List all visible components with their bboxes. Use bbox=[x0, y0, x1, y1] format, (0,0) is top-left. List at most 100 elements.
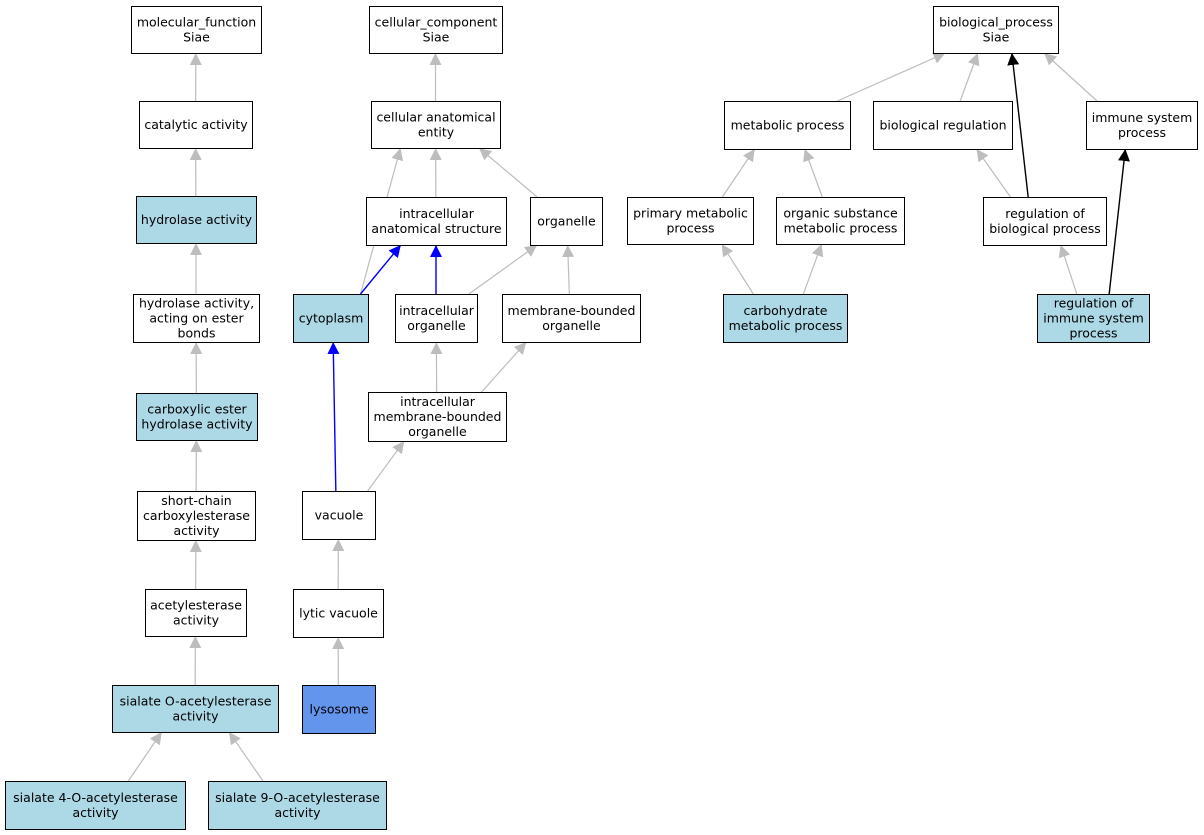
go-term-vacuole[interactable]: vacuole bbox=[302, 491, 376, 540]
term-label-line: entity bbox=[418, 125, 455, 140]
term-box bbox=[366, 197, 507, 246]
term-label-line: activity bbox=[172, 709, 219, 724]
term-label-line: acting on ester bbox=[149, 311, 244, 326]
edge-is-a-organic-substance-to-metabolic-process bbox=[803, 148, 823, 198]
term-label-line: intracellular bbox=[400, 394, 476, 409]
edge-is-a-carbohydrate-metabolic-to-primary-metabolic bbox=[721, 243, 754, 295]
edge-is-a-vacuole-to-intra-membrane-bounded bbox=[367, 440, 405, 492]
term-label-line: intracellular bbox=[399, 206, 475, 221]
term-box bbox=[502, 294, 641, 343]
term-box bbox=[293, 294, 369, 343]
term-label-line: carboxylic ester bbox=[147, 402, 247, 417]
go-term-cytoplasm[interactable]: cytoplasm bbox=[293, 294, 369, 343]
edge-is-a-intra-membrane-bounded-to-membrane-bounded bbox=[481, 341, 527, 393]
term-label-line: carbohydrate bbox=[744, 303, 828, 318]
term-label-line: hydrolase activity bbox=[141, 212, 253, 227]
term-label-line: Siae bbox=[423, 30, 450, 45]
term-label-line: regulation of bbox=[1005, 206, 1085, 221]
edge-is-a-carbohydrate-metabolic-to-organic-substance bbox=[802, 243, 824, 295]
term-box bbox=[371, 101, 501, 149]
term-label-line: hydrolase activity bbox=[141, 417, 253, 432]
term-label-line: lytic vacuole bbox=[299, 606, 378, 621]
term-label-line: activity bbox=[72, 805, 119, 820]
edge-part-of-cytoplasm-to-intracellular-anat bbox=[359, 244, 402, 295]
go-term-lytic-vacuole[interactable]: lytic vacuole bbox=[293, 589, 384, 638]
term-box bbox=[873, 101, 1013, 150]
term-label-line: molecular_function bbox=[137, 15, 256, 30]
term-label-line: sialate O-acetylesterase bbox=[120, 694, 272, 709]
term-label-line: activity bbox=[274, 805, 321, 820]
term-label-line: metabolic process bbox=[784, 221, 898, 236]
go-term-catalytic-activity[interactable]: catalytic activity bbox=[139, 101, 253, 149]
go-term-hydrolase-activity[interactable]: hydrolase activity bbox=[136, 196, 257, 244]
term-box bbox=[1086, 101, 1198, 150]
term-label-line: process bbox=[1118, 125, 1166, 140]
term-box bbox=[530, 197, 603, 246]
term-label-line: process bbox=[666, 221, 714, 236]
edge-is-a-membrane-bounded-to-organelle bbox=[562, 244, 575, 295]
term-label-line: intracellular bbox=[399, 303, 475, 318]
term-label-line: membrane-bounded bbox=[508, 303, 636, 318]
term-box bbox=[208, 781, 387, 830]
term-box bbox=[302, 685, 376, 734]
term-label-line: cellular_component bbox=[375, 15, 498, 30]
term-label-line: acetylesterase bbox=[150, 598, 242, 613]
term-label-line: activity bbox=[173, 523, 220, 538]
term-box bbox=[137, 491, 256, 541]
edge-is-a-biological-regulation-to-biological-process bbox=[959, 52, 980, 102]
term-label-line: membrane-bounded bbox=[374, 409, 502, 424]
term-label-line: organic substance bbox=[783, 206, 898, 221]
term-label-line: sialate 4-O-acetylesterase bbox=[13, 790, 178, 805]
edge-is-a-regulation-biological-to-biological-regulation bbox=[976, 148, 1011, 198]
term-box bbox=[145, 589, 247, 637]
term-label-line: metabolic process bbox=[731, 118, 845, 133]
term-box bbox=[723, 294, 848, 343]
term-box bbox=[136, 393, 258, 441]
edge-is-a-sialate-4o-to-sialate-o bbox=[127, 731, 163, 782]
term-label-line: organelle bbox=[408, 424, 467, 439]
term-label-line: regulation of bbox=[1054, 296, 1134, 311]
edge-is-a-sialate-9o-to-sialate-o bbox=[228, 731, 264, 782]
edge-is-a-intracellular-organelle-to-organelle bbox=[468, 244, 538, 295]
edge-is-a-organelle-to-cellular-anatomical bbox=[478, 147, 538, 198]
term-label-line: lysosome bbox=[309, 702, 368, 717]
edge-is-a-primary-metabolic-to-metabolic-process bbox=[721, 148, 756, 198]
term-box bbox=[139, 101, 253, 149]
go-term-metabolic-process[interactable]: metabolic process bbox=[724, 101, 851, 150]
term-label-line: bonds bbox=[178, 326, 216, 341]
term-label-line: short-chain bbox=[161, 493, 231, 508]
term-label-line: biological regulation bbox=[879, 118, 1006, 133]
term-label-line: hydrolase activity, bbox=[139, 296, 254, 311]
edges-layer bbox=[127, 52, 1130, 782]
go-term-organelle[interactable]: organelle bbox=[530, 197, 603, 246]
go-term-lysosome[interactable]: lysosome bbox=[302, 685, 376, 734]
term-box bbox=[302, 491, 376, 540]
go-term-biological-regulation[interactable]: biological regulation bbox=[873, 101, 1013, 150]
term-box bbox=[1037, 294, 1150, 343]
term-box bbox=[395, 294, 478, 343]
term-label-line: organelle bbox=[407, 318, 466, 333]
term-label-line: vacuole bbox=[315, 508, 364, 523]
